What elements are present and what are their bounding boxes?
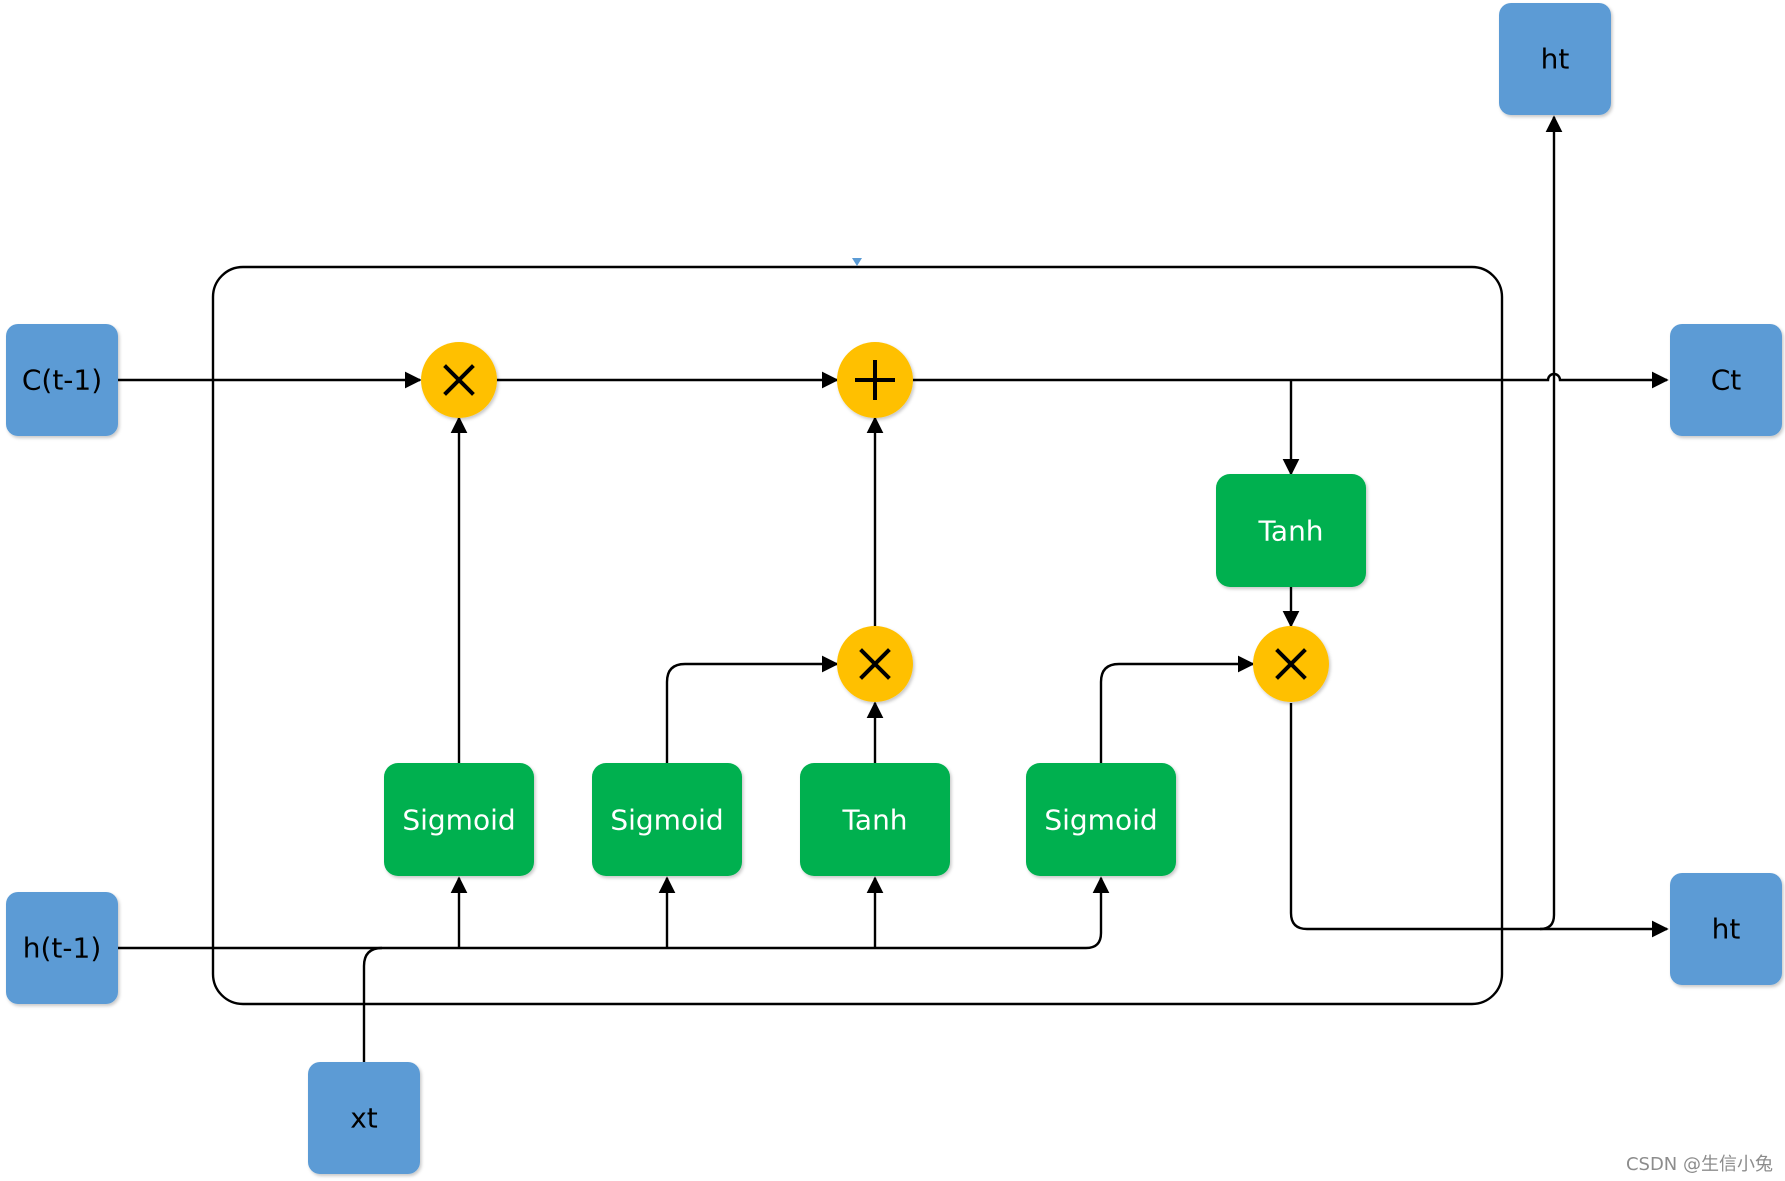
input-xt: xt <box>308 1062 420 1174</box>
ht-top-label: ht <box>1541 43 1570 76</box>
cell-state-tanh: Tanh <box>1216 474 1366 587</box>
input-gate-sigmoid: Sigmoid <box>592 763 742 876</box>
cell-tanh-label: Tanh <box>1257 515 1323 548</box>
input-c-prev: C(t-1) <box>6 324 118 436</box>
c-prev-label: C(t-1) <box>22 364 102 397</box>
output-gate-sigmoid: Sigmoid <box>1026 763 1176 876</box>
wire-output-multiply-to-ht <box>1289 703 1669 938</box>
output-gate-label: Sigmoid <box>1044 804 1157 837</box>
output-multiply-node <box>1253 626 1329 702</box>
ct-label: Ct <box>1711 364 1742 397</box>
forget-gate-label: Sigmoid <box>402 804 515 837</box>
output-ht-right: ht <box>1670 873 1782 985</box>
input-multiply-node <box>837 626 913 702</box>
wire-output-sigmoid-to-multiply <box>1099 655 1255 763</box>
multiply-icon <box>859 648 891 680</box>
multiply-icon <box>1275 648 1307 680</box>
watermark: CSDN @生信小兔 <box>1626 1154 1773 1175</box>
output-ct: Ct <box>1670 324 1782 436</box>
output-ht-top: ht <box>1499 3 1611 115</box>
forget-gate-sigmoid: Sigmoid <box>384 763 534 876</box>
plus-icon <box>855 360 895 400</box>
input-gate-label: Sigmoid <box>610 804 723 837</box>
forget-multiply-node <box>421 342 497 418</box>
cell-add-node <box>837 342 913 418</box>
wire-output-to-ht-top <box>1539 115 1563 931</box>
ht-right-label: ht <box>1712 913 1741 946</box>
h-prev-label: h(t-1) <box>23 932 102 965</box>
boundary-marker-icon <box>852 258 862 266</box>
input-h-prev: h(t-1) <box>6 892 118 1004</box>
multiply-icon <box>443 364 475 396</box>
cell-boundary <box>211 265 1504 1006</box>
wire-xt-to-bus <box>362 946 383 1062</box>
wire-input-sigmoid-to-multiply <box>665 655 839 763</box>
xt-label: xt <box>350 1102 378 1135</box>
wire-hprev-bus <box>118 876 1110 950</box>
candidate-tanh: Tanh <box>800 763 950 876</box>
candidate-label: Tanh <box>841 804 907 837</box>
